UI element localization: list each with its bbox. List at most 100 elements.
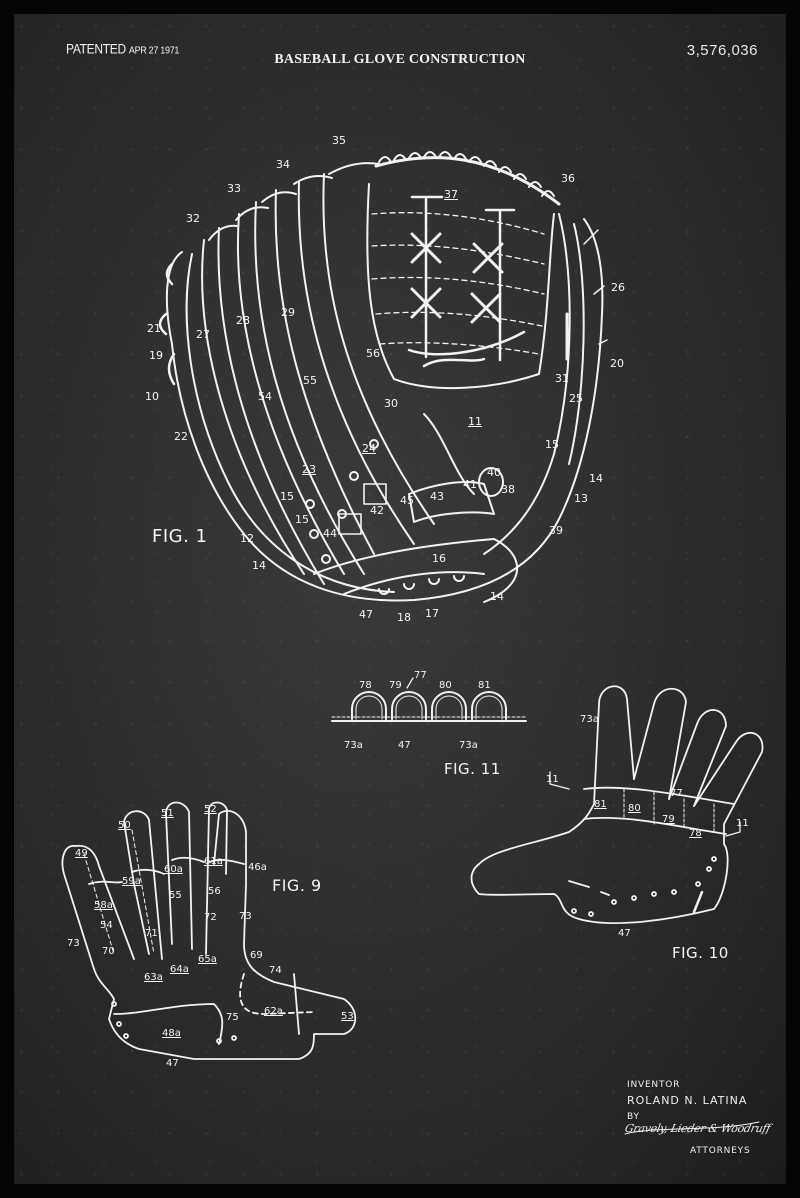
ref-70: 70	[102, 946, 115, 957]
ref-43: 43	[430, 490, 444, 503]
ref-11-right: 11	[736, 818, 749, 829]
ref-19: 19	[149, 349, 163, 362]
ref-72: 72	[204, 912, 217, 923]
ref-52: 52	[204, 804, 217, 815]
ref-58a: 58a	[94, 900, 113, 911]
ref-34: 34	[276, 158, 290, 171]
inventor-label: INVENTOR	[627, 1080, 681, 1090]
ref-47: 47	[359, 608, 373, 621]
ref-29: 29	[281, 306, 295, 319]
ref-77: 77	[414, 670, 427, 681]
fig1-label: FIG. 1	[152, 526, 208, 547]
ref-25: 25	[569, 392, 583, 405]
fig1-glove-drawing	[158, 151, 608, 603]
ref-23: 23	[302, 463, 316, 476]
patented-label: PATENTED	[66, 40, 126, 58]
ref-56: 56	[366, 347, 380, 360]
ref-27: 27	[196, 328, 210, 341]
ref-69: 69	[250, 950, 263, 961]
ref-11: 11	[468, 415, 482, 428]
fig9-label: FIG. 9	[272, 876, 322, 895]
patent-number: 3,576,036	[686, 42, 758, 59]
attorney-signature: Gravely, Lieder & Woodruff	[623, 1122, 772, 1135]
ref-73-right: 73	[239, 911, 252, 922]
ref-73a: 73a	[580, 714, 599, 725]
ref-45: 45	[400, 494, 414, 507]
ref-26: 26	[611, 281, 625, 294]
ref-16: 16	[432, 552, 446, 565]
ref-75: 75	[226, 1012, 239, 1023]
ref-38: 38	[501, 483, 515, 496]
ref-46a: 46a	[248, 862, 267, 873]
ref-79: 79	[662, 814, 675, 825]
ref-78: 78	[359, 680, 372, 691]
ref-55: 55	[303, 374, 317, 387]
ref-28: 28	[236, 314, 250, 327]
ref-65a: 65a	[198, 954, 217, 965]
ref-15-right: 15	[545, 438, 559, 451]
page-title: BASEBALL GLOVE CONSTRUCTION	[274, 52, 526, 67]
ref-24: 24	[362, 442, 376, 455]
ref-42: 42	[370, 504, 384, 517]
ref-74: 74	[269, 965, 282, 976]
ref-30: 30	[384, 397, 398, 410]
ref-47: 47	[398, 740, 411, 751]
ref-81: 81	[594, 799, 607, 810]
ref-20: 20	[610, 357, 624, 370]
signature-underline	[624, 1121, 760, 1135]
fig11-label: FIG. 11	[444, 760, 501, 778]
ref-11-left: 11	[546, 774, 559, 785]
ref-53: 53	[341, 1011, 354, 1022]
ref-73a-left: 73a	[344, 740, 363, 751]
fig11-section-drawing	[331, 677, 527, 722]
inventor-name: ROLAND N. LATINA	[627, 1094, 748, 1107]
fig10-lining-drawing	[470, 685, 764, 924]
ref-54: 54	[100, 920, 113, 931]
ref-39: 39	[549, 524, 563, 537]
ref-77: 77	[670, 788, 683, 799]
ref-64a: 64a	[170, 964, 189, 975]
ref-37: 37	[444, 188, 458, 201]
ref-79: 79	[389, 680, 402, 691]
ref-61a: 61a	[204, 856, 223, 867]
ref-51: 51	[161, 808, 174, 819]
ref-36: 36	[561, 172, 575, 185]
ref-12: 12	[240, 532, 254, 545]
ref-48a: 48a	[162, 1028, 181, 1039]
ref-14-right: 14	[589, 472, 603, 485]
ref-40: 40	[487, 466, 501, 479]
patented-date: APR 27 1971	[128, 44, 180, 56]
ref-13: 13	[574, 492, 588, 505]
ref-55: 55	[169, 890, 182, 901]
ref-54: 54	[258, 390, 272, 403]
ref-50: 50	[118, 820, 131, 831]
ref-15-left-upper: 15	[280, 490, 294, 503]
ref-32: 32	[186, 212, 200, 225]
ref-73a-right: 73a	[459, 740, 478, 751]
ref-18: 18	[397, 611, 411, 624]
attorneys-label: ATTORNEYS	[690, 1146, 751, 1156]
ref-14-bottom: 14	[490, 590, 504, 603]
ref-63a: 63a	[144, 972, 163, 983]
ref-21: 21	[147, 322, 161, 335]
ref-80: 80	[628, 803, 641, 814]
fig10-label: FIG. 10	[672, 944, 729, 962]
ref-17: 17	[425, 607, 439, 620]
ref-49: 49	[75, 848, 88, 859]
ref-41: 41	[463, 478, 477, 491]
ref-47: 47	[618, 928, 631, 939]
ref-22: 22	[174, 430, 188, 443]
ref-81: 81	[478, 680, 491, 691]
ref-71: 71	[145, 928, 158, 939]
ref-80: 80	[439, 680, 452, 691]
ref-59a: 59a	[122, 876, 141, 887]
ref-44: 44	[323, 527, 337, 540]
ref-78: 78	[689, 828, 702, 839]
patented-stamp: PATENTED APR 27 1971	[66, 41, 179, 57]
ref-33: 33	[227, 182, 241, 195]
ref-62a: 62a	[264, 1006, 283, 1017]
ref-10: 10	[145, 390, 159, 403]
patent-line-art	[61, 151, 764, 1135]
ref-15-left-lower: 15	[295, 513, 309, 526]
patent-sheet: PATENTED APR 27 1971 BASEBALL GLOVE CONS…	[14, 14, 786, 1184]
